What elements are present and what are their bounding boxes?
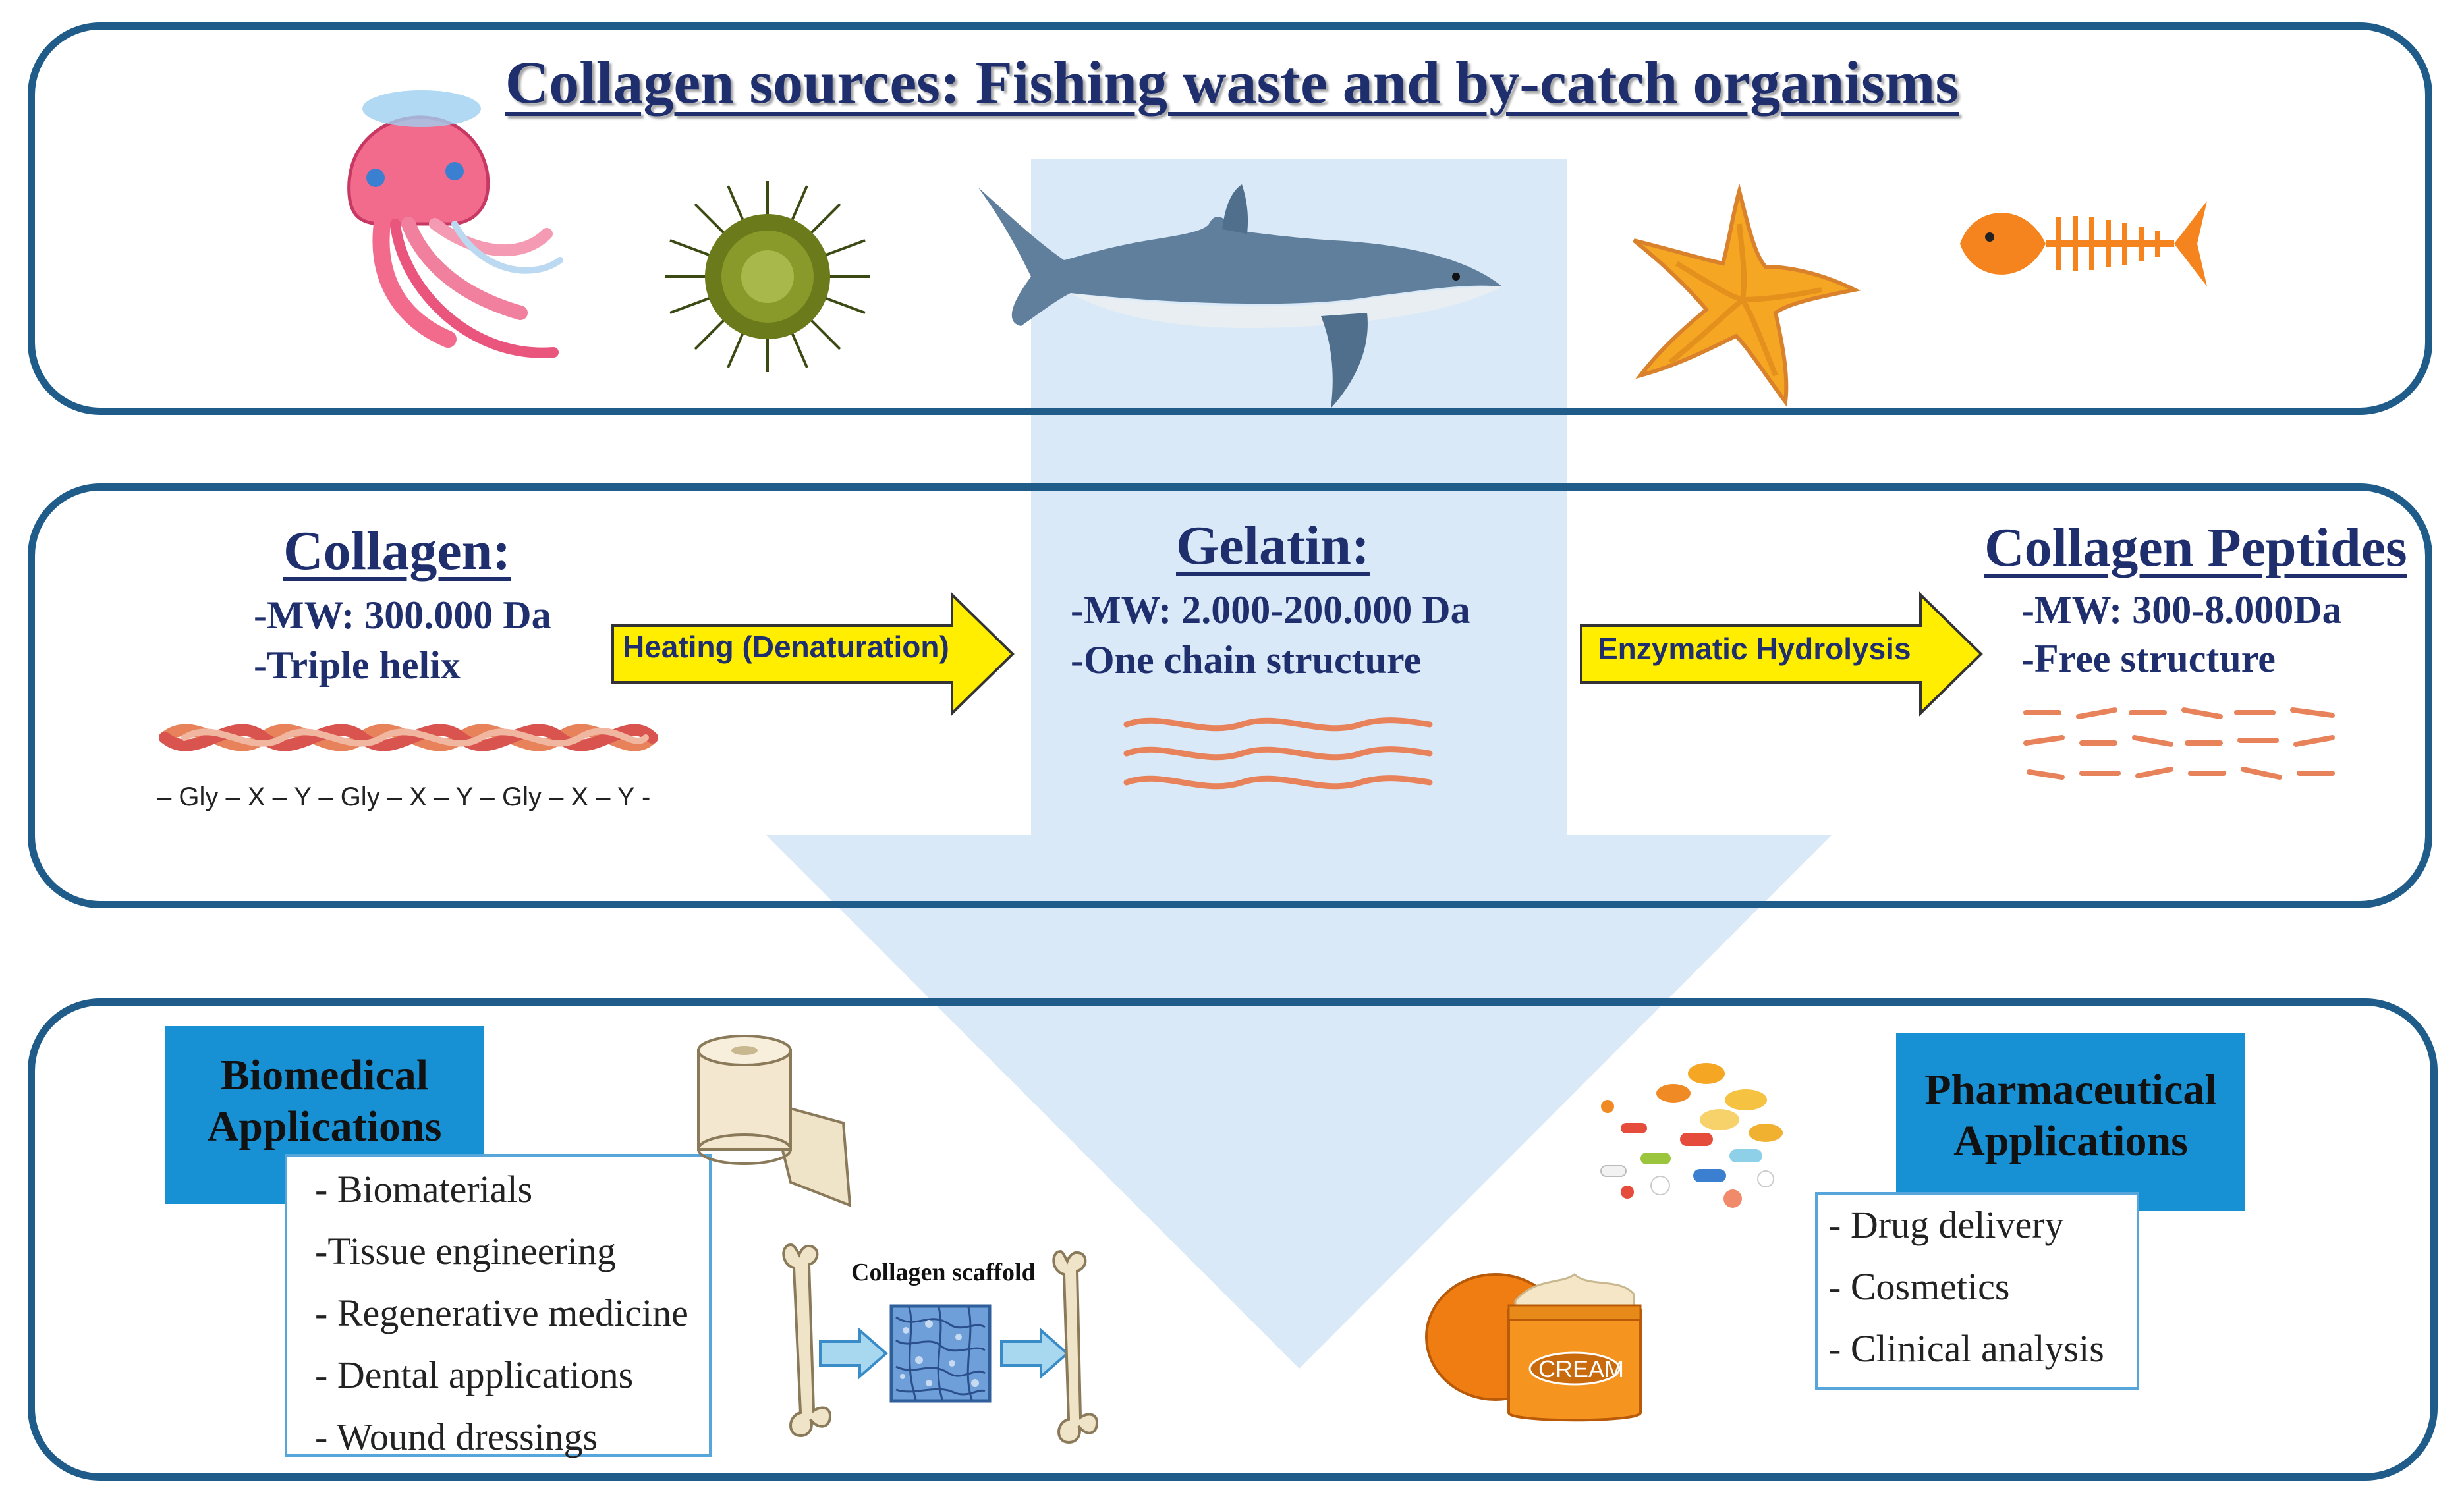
collagen-scaffold-label: Collagen scaffold xyxy=(851,1259,1036,1286)
forms-panel xyxy=(28,483,2432,908)
diagram-title: Collagen sources: Fishing waste and by-c… xyxy=(505,49,1959,116)
list-item: - Clinical analysis xyxy=(1828,1327,2104,1370)
bandage-roll-icon xyxy=(697,1035,852,1208)
sea-urchin-icon xyxy=(665,181,870,372)
fish-bone-icon xyxy=(1960,201,2207,286)
biomedical-label-line2: Applications xyxy=(207,1103,442,1151)
applications-panel xyxy=(28,998,2438,1481)
peptides-structure: -Free structure xyxy=(2021,637,2276,680)
collagen-heading: Collagen: xyxy=(283,520,511,582)
jellyfish-icon xyxy=(347,90,563,358)
cream-jar-icon xyxy=(1425,1273,1642,1422)
bone-icon xyxy=(1052,1249,1099,1444)
arrow-right-icon xyxy=(1000,1327,1070,1380)
amino-acid-sequence: – Gly – X – Y – Gly – X – Y – Gly – X – … xyxy=(157,782,651,811)
pharmaceutical-applications-label: Pharmaceutical Applications xyxy=(1896,1033,2245,1211)
single-chain-icon xyxy=(1123,717,1433,790)
collagen-mw: -MW: 300.000 Da xyxy=(254,593,551,637)
list-item: - Cosmetics xyxy=(1828,1265,2010,1308)
shark-icon xyxy=(978,184,1502,408)
gelatin-mw: -MW: 2.000-200.000 Da xyxy=(1071,588,1470,632)
biomedical-label-line1: Biomedical xyxy=(220,1051,429,1099)
starfish-icon xyxy=(1633,184,1861,407)
collagen-scaffold-icon xyxy=(889,1304,992,1403)
list-item: -Tissue engineering xyxy=(315,1230,616,1272)
hydrolysis-arrow-label: Enzymatic Hydrolysis xyxy=(1598,632,1911,666)
peptides-mw: -MW: 300-8.000Da xyxy=(2021,588,2342,632)
list-item: - Biomaterials xyxy=(315,1168,533,1211)
free-peptides-icon xyxy=(2023,707,2335,780)
peptides-heading: Collagen Peptides xyxy=(1984,517,2407,578)
sources-panel xyxy=(28,22,2432,415)
hydrolysis-arrow xyxy=(1580,591,1983,717)
list-item: - Drug delivery xyxy=(1828,1203,2064,1246)
pharmaceutical-list xyxy=(1815,1192,2139,1390)
biomedical-list xyxy=(285,1154,712,1457)
biomedical-applications-label: Biomedical Applications xyxy=(165,1026,484,1204)
arrow-right-icon xyxy=(819,1327,889,1380)
gelatin-heading: Gelatin: xyxy=(1176,515,1370,576)
pharmaceutical-label-line1: Pharmaceutical xyxy=(1924,1066,2217,1114)
heating-arrow xyxy=(611,591,1015,717)
pharmaceutical-label-line2: Applications xyxy=(1953,1117,2188,1165)
heating-arrow-label: Heating (Denaturation) xyxy=(623,630,949,664)
collagen-structure: -Triple helix xyxy=(254,643,461,687)
triple-helix-icon xyxy=(159,724,658,751)
pills-icon xyxy=(1600,1063,1783,1208)
list-item: - Wound dressings xyxy=(315,1415,598,1458)
bone-icon xyxy=(782,1243,832,1438)
list-item: - Regenerative medicine xyxy=(315,1292,688,1334)
gelatin-structure: -One chain structure xyxy=(1071,638,1422,682)
cream-label: CREAM xyxy=(1538,1355,1625,1382)
list-item: - Dental applications xyxy=(315,1353,634,1396)
